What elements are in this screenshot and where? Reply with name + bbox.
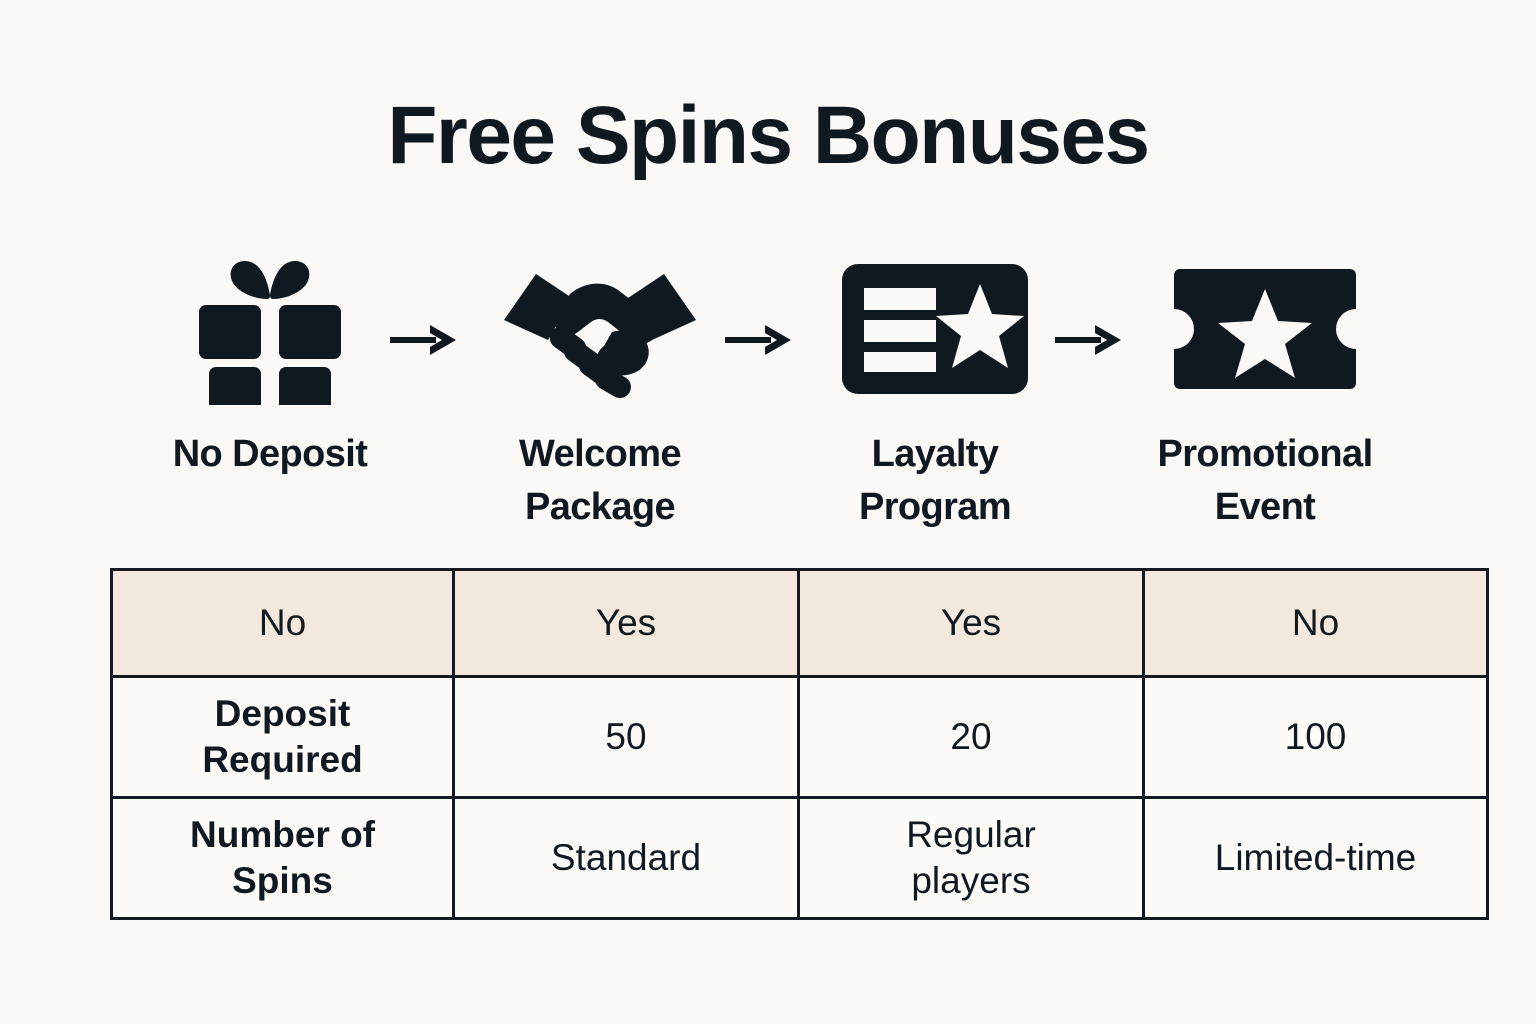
bonus-comparison-table: No Yes Yes No Deposit Required 50 20 100… [110,568,1489,920]
table-row: Number of Spins Standard Regular players… [110,796,1489,920]
handshake-icon [485,248,715,410]
table-cell: Standard [452,796,800,920]
table-cell: 20 [797,675,1145,799]
loyalty-card-icon [820,248,1050,410]
table-cell: No [110,568,455,678]
flow-step-label: Promotional Event [1157,433,1373,528]
arrow-right-icon-1 [385,320,465,360]
flow-step-loyalty-program: Layalty Program [820,248,1050,534]
table-row: Deposit Required 50 20 100 [110,675,1489,799]
table-cell: Regular players [797,796,1145,920]
arrow-right-icon-2 [720,320,800,360]
table-row-label: Deposit Required [110,675,455,799]
flow-step-label: Layalty Program [858,433,1012,528]
table-cell: 50 [452,675,800,799]
flow-step-no-deposit: No Deposit [155,248,385,481]
flow-step-label: No Deposit [172,433,368,475]
arrow-right-icon-3 [1050,320,1130,360]
gift-icon [155,248,385,410]
flow-step-label: Welcome Package [519,433,682,528]
table-row: No Yes Yes No [110,568,1489,678]
table-cell: Yes [452,568,800,678]
bonus-type-flow: No Deposit [110,248,1426,548]
flow-step-welcome-package: Welcome Package [485,248,715,534]
ticket-icon [1150,248,1380,410]
table-cell: No [1142,568,1489,678]
table-cell: Limited-time [1142,796,1489,920]
table-row-label: Number of Spins [110,796,455,920]
table-cell: Yes [797,568,1145,678]
page-title: Free Spins Bonuses [387,90,1150,181]
flow-step-promotional-event: Promotional Event [1150,248,1380,534]
table-cell: 100 [1142,675,1489,799]
